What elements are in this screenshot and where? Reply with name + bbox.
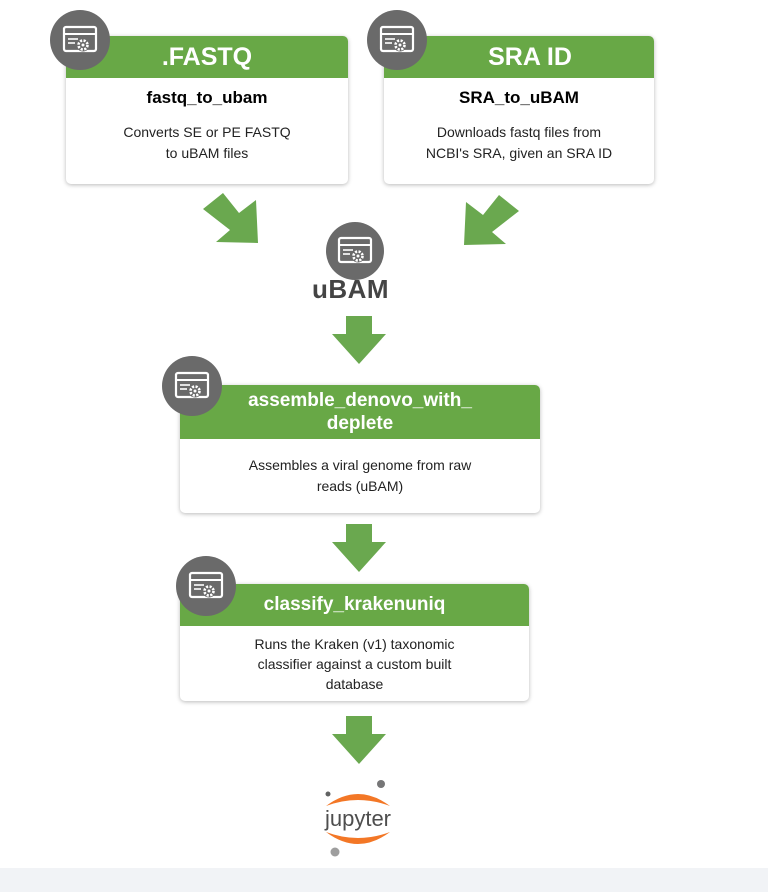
classify-workflow-icon — [176, 556, 236, 616]
ubam-workflow-icon — [326, 222, 384, 280]
fastq-card-header: .FASTQ — [66, 36, 348, 78]
fastq-desc-line-1: Converts SE or PE FASTQ — [123, 124, 291, 140]
assemble-description: Assembles a viral genome from raw reads … — [188, 455, 532, 497]
workflow-gear-icon — [337, 236, 373, 264]
down-arrow-icon — [332, 716, 386, 764]
assemble-workflow-icon — [162, 356, 222, 416]
classify-header-text: classify_krakenuniq — [263, 594, 446, 615]
fastq-card: .FASTQ fastq_to_ubam Converts SE or PE F… — [66, 36, 348, 184]
fastq-task-name: fastq_to_ubam — [146, 88, 268, 107]
jupyter-logo-graphic — [325, 780, 390, 857]
down-arrow-icon — [332, 316, 386, 364]
down-arrow-icon — [332, 524, 386, 572]
classify-card: classify_krakenuniq Runs the Kraken (v1)… — [180, 584, 529, 701]
assemble-card: assemble_denovo_with_ deplete Assembles … — [180, 385, 540, 513]
assemble-desc-line-1: Assembles a viral genome from raw — [248, 457, 472, 473]
down-arrow-icon — [464, 195, 519, 245]
sra-card-header: SRA ID — [384, 36, 654, 78]
fastq-description: Converts SE or PE FASTQ to uBAM files — [74, 122, 340, 164]
sra-desc-line-1: Downloads fastq files from — [436, 124, 602, 140]
fastq-desc-line-2: to uBAM files — [165, 145, 249, 161]
ubam-label: uBAM — [312, 274, 390, 304]
workflow-gear-icon — [174, 371, 210, 399]
jupyter-wordmark: jupyter — [324, 806, 392, 831]
fastq-header-text: .FASTQ — [161, 43, 253, 71]
classify-desc-line-3: database — [325, 676, 384, 692]
jupyter-logo: jupyter — [308, 772, 408, 864]
workflow-gear-icon — [379, 25, 415, 53]
sra-description: Downloads fastq files from NCBI's SRA, g… — [392, 122, 646, 164]
classify-desc-line-2: classifier against a custom built — [257, 656, 452, 672]
workflow-diagram: .FASTQ fastq_to_ubam Converts SE or PE F… — [50, 10, 654, 864]
down-arrow-icon — [203, 193, 258, 243]
sra-desc-line-2: NCBI's SRA, given an SRA ID — [425, 145, 613, 161]
workflow-gear-icon — [62, 25, 98, 53]
classify-description: Runs the Kraken (v1) taxonomic classifie… — [188, 634, 521, 694]
sra-task-name: SRA_to_uBAM — [459, 88, 579, 107]
assemble-card-header: assemble_denovo_with_ deplete — [180, 385, 540, 439]
assemble-header-line-1: assemble_denovo_with_ — [248, 390, 472, 411]
assemble-desc-line-2: reads (uBAM) — [316, 478, 404, 494]
assemble-header-line-2: deplete — [326, 413, 394, 434]
sra-card: SRA ID SRA_to_uBAM Downloads fastq files… — [384, 36, 654, 184]
sra-header-text: SRA ID — [488, 43, 572, 71]
bottom-strip — [0, 868, 768, 892]
workflow-gear-icon — [188, 571, 224, 599]
classify-card-header: classify_krakenuniq — [180, 584, 529, 626]
sra-workflow-icon — [367, 10, 427, 70]
fastq-workflow-icon — [50, 10, 110, 70]
classify-desc-line-1: Runs the Kraken (v1) taxonomic — [254, 636, 455, 652]
